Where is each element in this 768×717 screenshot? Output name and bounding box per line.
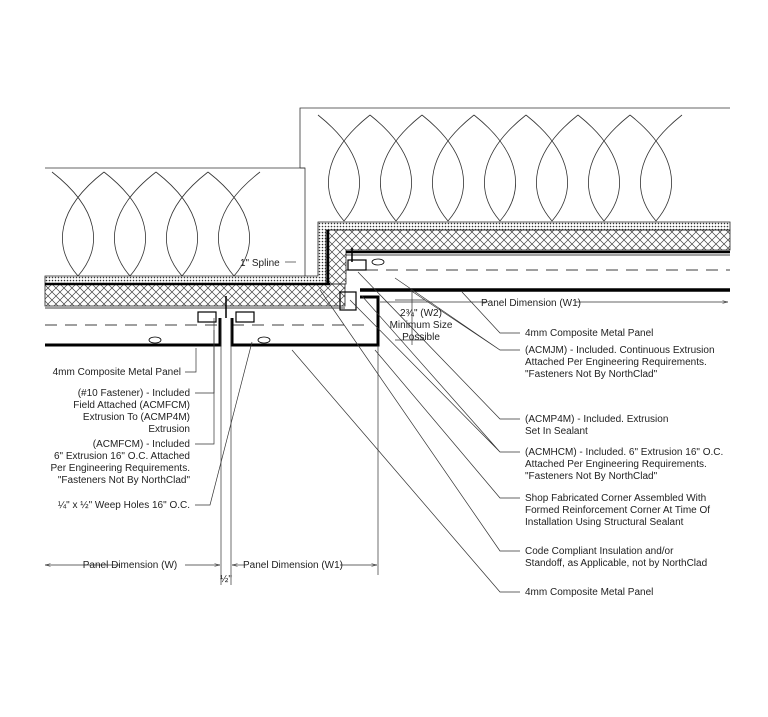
acmfcm-line-2: 6" Extrusion 16" O.C. Attached [54,451,190,462]
joint-width-label: ½" [220,574,232,585]
dimension-lines [45,261,728,585]
shop-line-3: Installation Using Structural Sealant [525,517,684,528]
acmhcm-line-3: "Fasteners Not By NorthClad" [525,471,658,482]
acmhcm-line-1: (ACMHCM) - Included. 6" Extrusion 16" O.… [525,447,723,458]
acmhcm-line-2: Attached Per Engineering Requirements. [525,459,707,470]
insulation-batt-loop [103,171,157,277]
right-insulation [299,107,730,222]
panel-dimension-w: Panel Dimension (W) [83,560,177,571]
left-panel-label: 4mm Composite Metal Panel [53,367,181,378]
shop-line-1: Shop Fabricated Corner Assembled With [525,493,706,504]
acmjm-line-1: (ACMJM) - Included. Continuous Extrusion [525,345,715,356]
insulation-batt-loop [473,114,527,222]
leader-lines [185,271,520,593]
spline-label: 1" Spline [240,258,280,269]
w2-line-1: 2¾" (W2) [400,308,442,319]
insulation-batt-loop [525,114,579,222]
insulation-batt-loop [51,171,105,277]
acmjm-line-2: Attached Per Engineering Requirements. [525,357,707,368]
insulation-batt-loop [629,114,683,222]
acmfcm-line-4: "Fasteners Not By NorthClad" [58,475,191,486]
fastener-line-2: Field Attached (ACMFCM) [73,400,190,411]
panel-dimension-w1-top: Panel Dimension (W1) [481,298,581,309]
acmp4m-line-1: (ACMP4M) - Included. Extrusion [525,414,668,425]
right-panel-top-label: 4mm Composite Metal Panel [525,328,653,339]
fastener-line-1: (#10 Fastener) - Included [78,388,190,399]
right-panel-bottom-label: 4mm Composite Metal Panel [525,587,653,598]
insulation-batt-loop [421,114,475,222]
insulation-batt-loop [577,114,631,222]
fastener-line-4: Extrusion [148,424,190,435]
composite-metal-panels [45,248,730,347]
w2-line-2: Minimum Size [390,320,453,331]
acmp4m-line-2: Set In Sealant [525,426,588,437]
insulation-batt-loop [369,114,423,222]
insulation-batt-loop [317,114,371,222]
acmjm-line-3: "Fasteners Not By NorthClad" [525,369,658,380]
shop-line-2: Formed Reinforcement Corner At Time Of [525,505,710,516]
wall-sheathing [44,221,731,307]
weep-holes-label: ¼" x ½" Weep Holes 16" O.C. [58,499,190,511]
code-line-1: Code Compliant Insulation and/or [525,546,674,557]
w2-line-3: Possible [402,332,440,343]
code-line-2: Standoff, as Applicable, not by NorthCla… [525,558,707,569]
panel-dimension-w1-bottom: Panel Dimension (W1) [243,560,343,571]
acmfcm-line-1: (ACMFCM) - Included [93,439,190,450]
insulation-batt-loop [155,171,209,277]
callout-labels: 1" Spline Panel Dimension (W1) 2¾" (W2) … [50,258,723,598]
acmfcm-line-3: Per Engineering Requirements. [50,463,190,474]
fastener-line-3: Extrusion To (ACMP4M) [83,412,190,423]
